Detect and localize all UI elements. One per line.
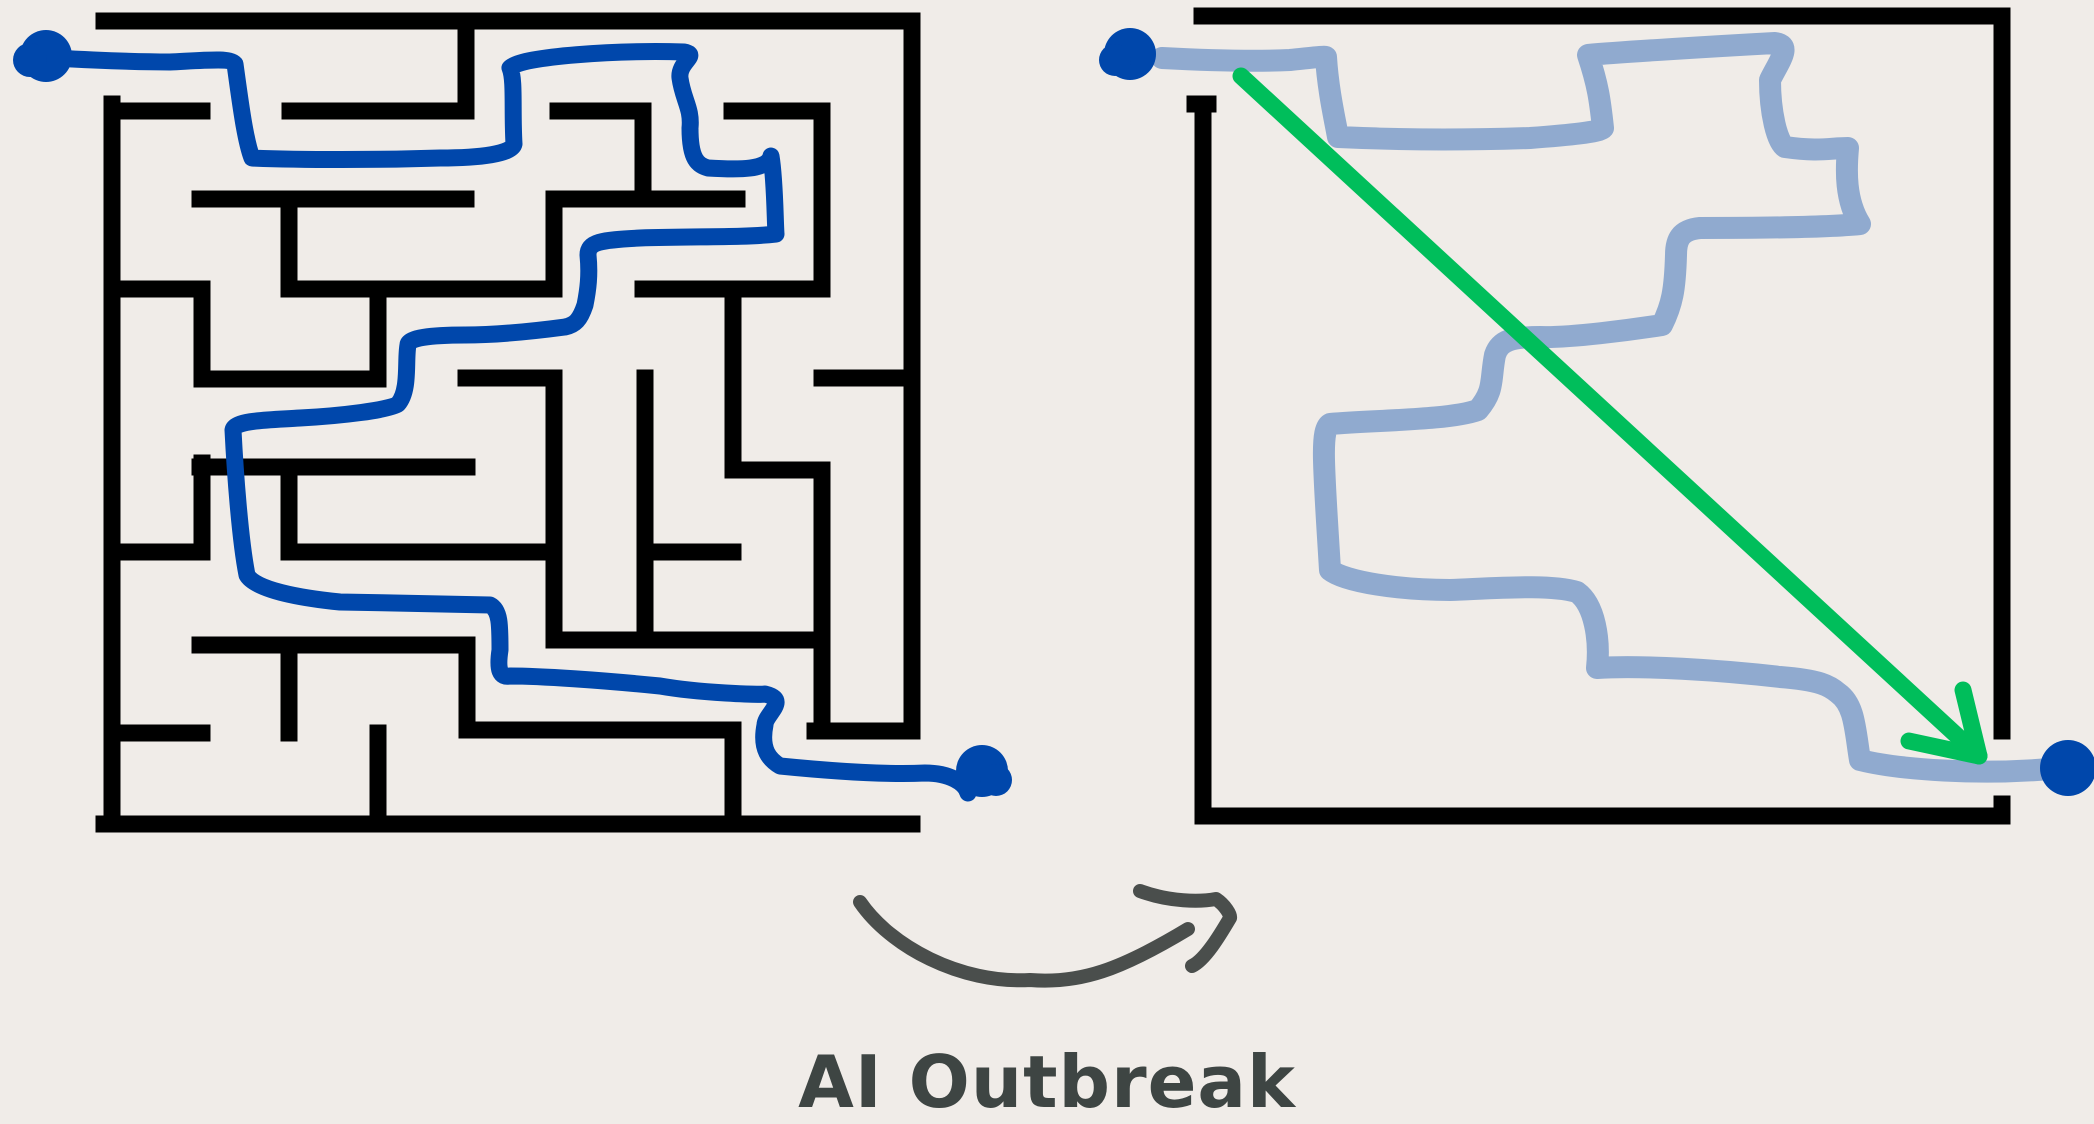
box-wall xyxy=(1194,795,2011,825)
maze-wall xyxy=(280,190,746,298)
maze-wall xyxy=(457,369,824,649)
faded-solution-path xyxy=(1151,32,2061,783)
end-dot-icon xyxy=(2040,740,2094,796)
maze-wall xyxy=(724,280,831,740)
maze-wall xyxy=(281,12,475,120)
curved-arrow-icon xyxy=(853,884,1238,988)
diagonal-arrow-icon xyxy=(1232,67,1988,765)
box-wall xyxy=(1193,7,2011,740)
maze-wall xyxy=(191,636,742,824)
maze-wall xyxy=(280,458,563,561)
maze-wall xyxy=(103,454,211,561)
start-dot-icon xyxy=(1099,44,1131,76)
caption-title: AI Outbreak xyxy=(798,1040,1296,1124)
maze-wall xyxy=(549,102,652,208)
end-dot-icon xyxy=(980,764,1012,796)
solution-path xyxy=(46,43,977,802)
start-dot-icon xyxy=(13,43,47,77)
maze-wall xyxy=(103,280,387,388)
shortcut-maze xyxy=(1186,7,2011,825)
original-maze xyxy=(95,12,921,833)
